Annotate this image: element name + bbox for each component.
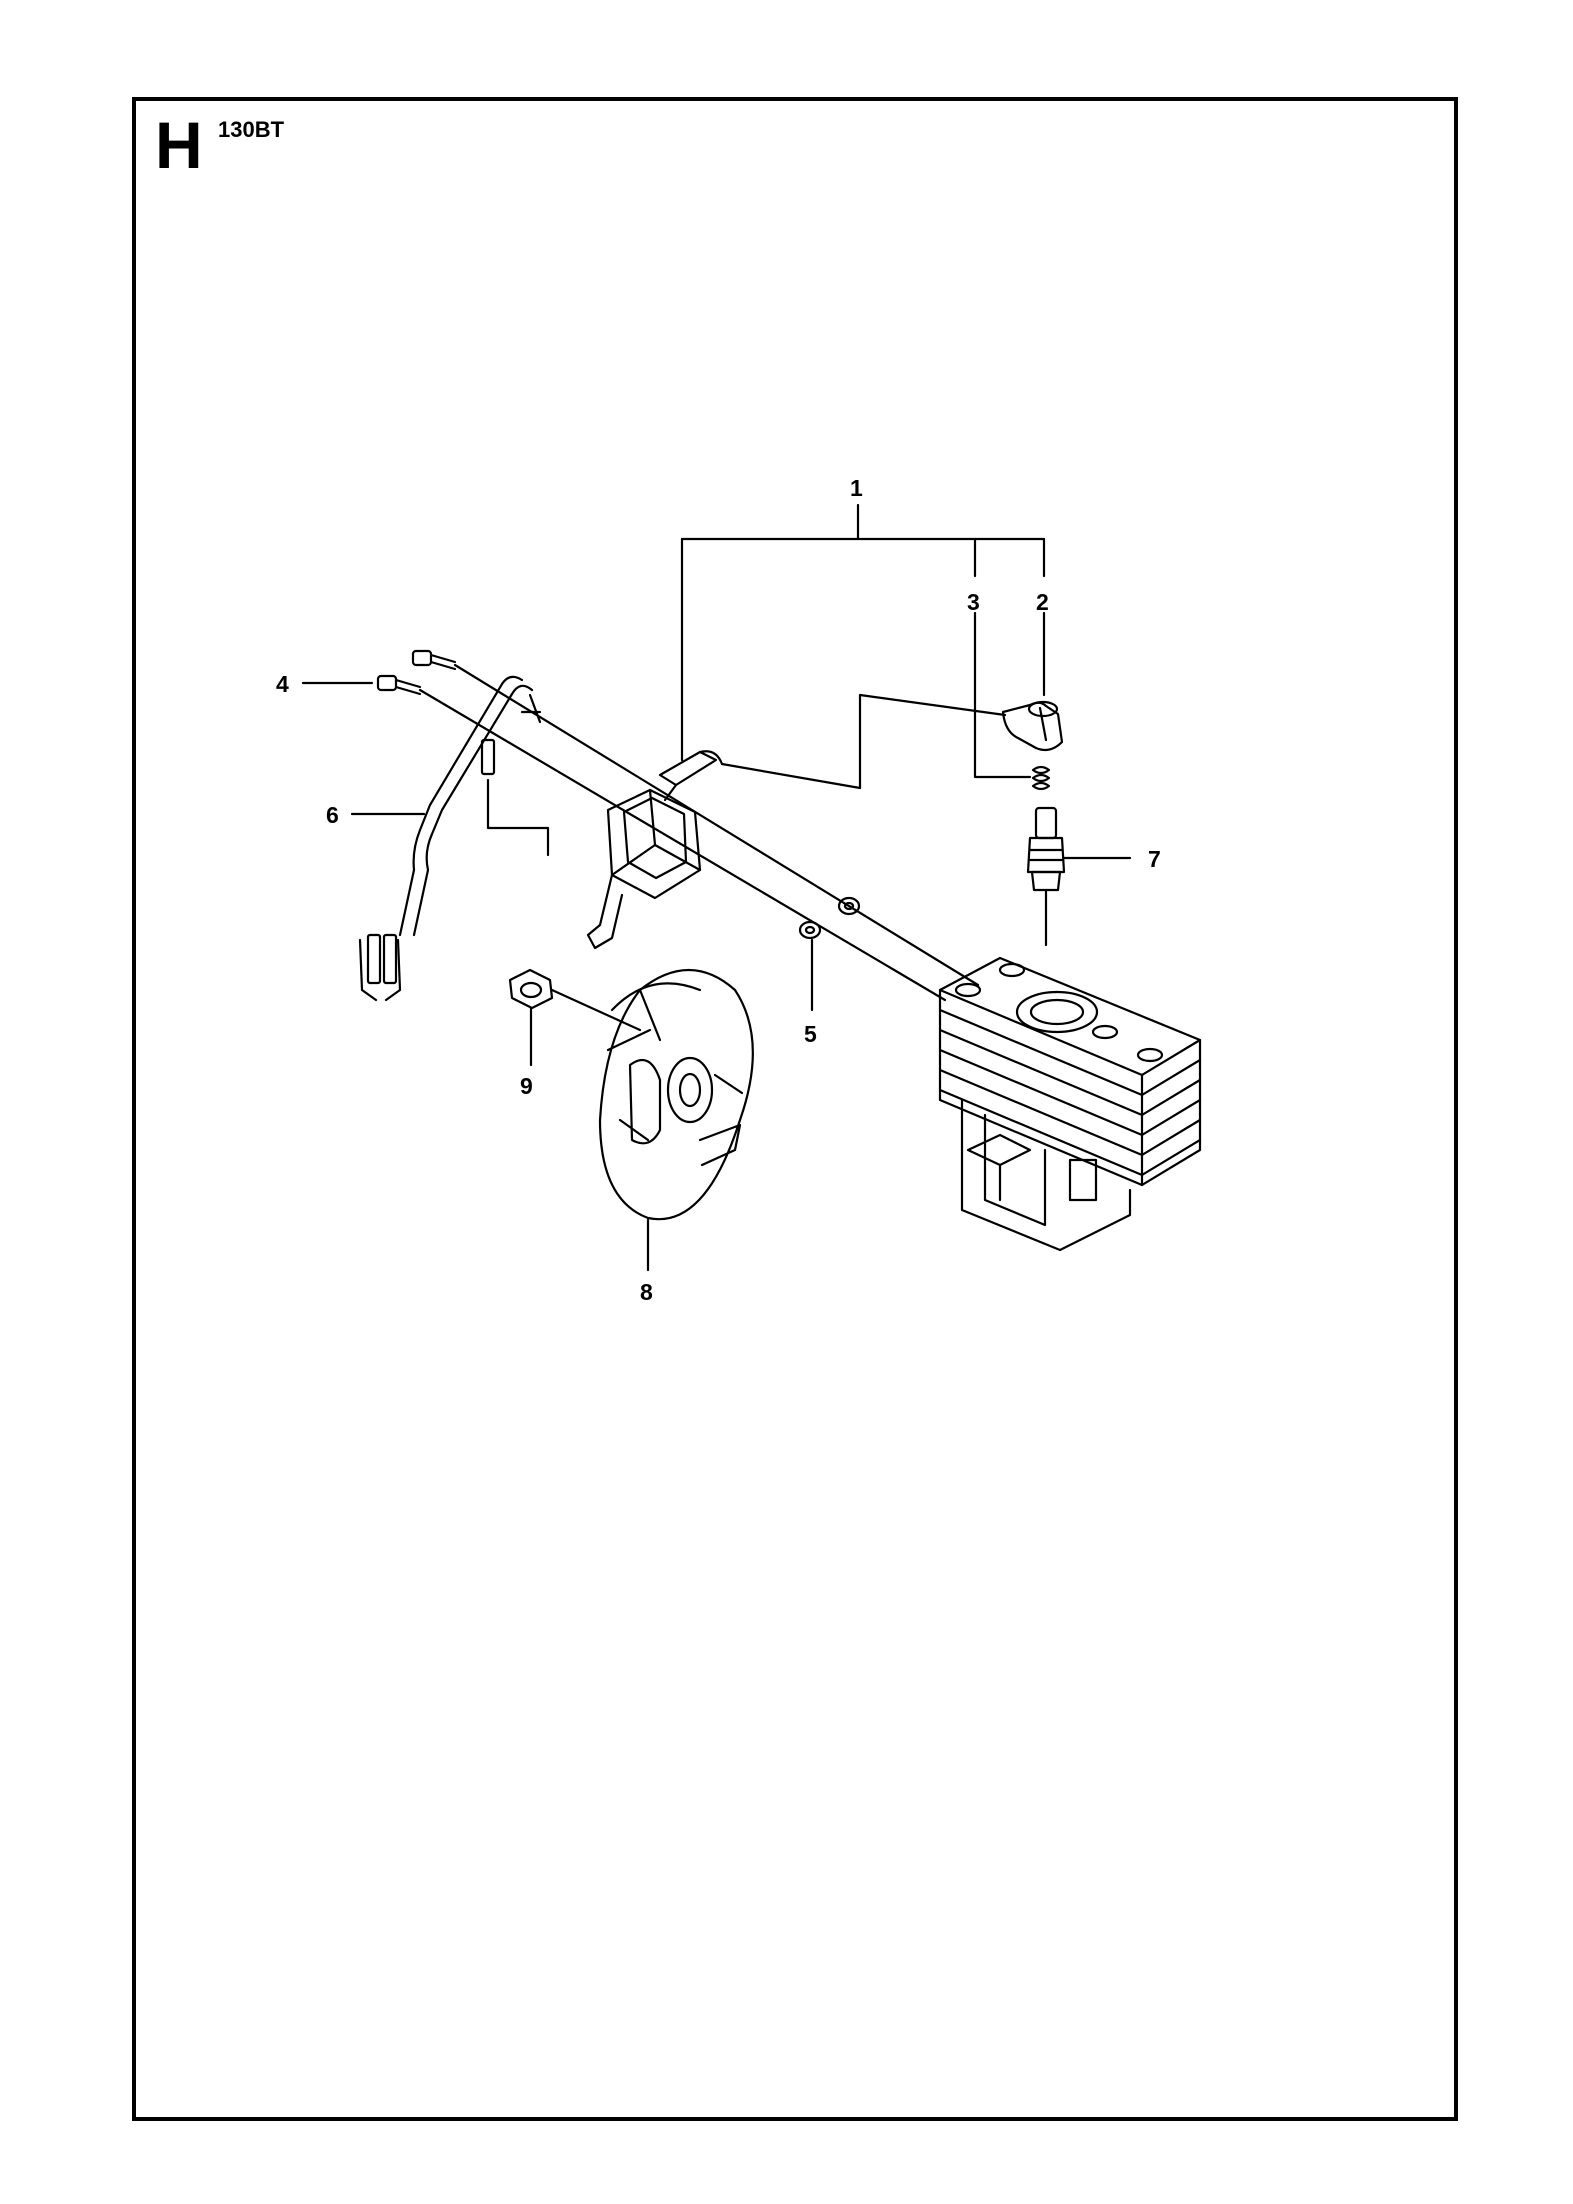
callout-9: 9 [520,1073,533,1099]
callout-2: 2 [1036,589,1049,615]
flywheel-axis [713,1073,744,1095]
stop-cable [358,675,542,1002]
spark-plug [1026,806,1066,907]
cylinder [938,956,1202,1252]
cable-bracket [486,778,550,857]
callout-6: 6 [326,802,339,828]
spark-plug-boot [1001,700,1064,752]
nut-axis [550,988,642,1032]
ht-lead [720,693,1007,790]
callout-7: 7 [1148,846,1161,872]
ignition-coil [586,750,724,950]
screw-axis-upper [453,663,980,987]
page-frame [132,97,1458,2121]
callout-5: 5 [804,1021,817,1047]
callout-3: 3 [967,589,980,615]
flywheel [598,969,754,1221]
section-letter: H [155,108,203,182]
leader-3 [973,611,1032,779]
model-name: 130BT [218,117,285,142]
flywheel-nut [508,968,554,1010]
screws [376,649,457,696]
callout-8: 8 [640,1279,653,1305]
callout-4: 4 [276,671,289,697]
washers [798,896,861,940]
screw-axis-lower [418,688,947,1002]
callout-1: 1 [850,475,863,501]
bracket-leader-1 [680,503,1046,762]
spring-coil [1031,765,1051,791]
